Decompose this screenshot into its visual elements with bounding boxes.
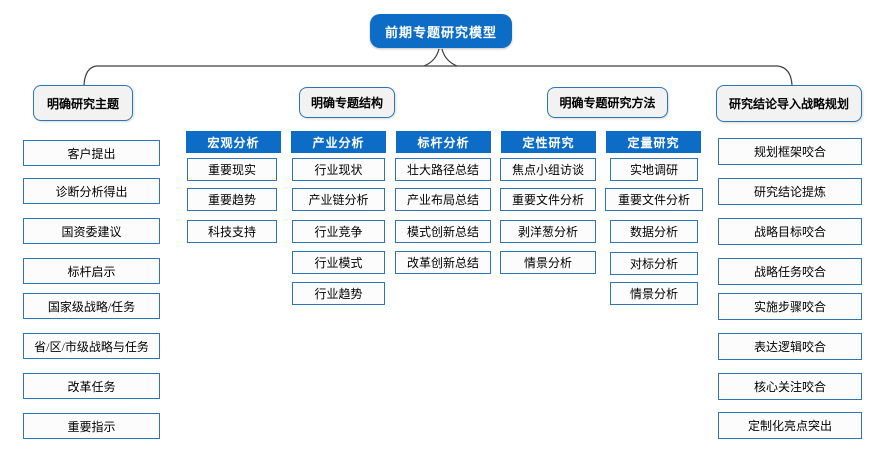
diagram-node-topic-source: 客户提出 — [23, 140, 160, 166]
diagram-node-benchmark: 改革创新总结 — [395, 251, 491, 274]
diagram-node-topic-source: 省/区/市级战略与任务 — [23, 333, 160, 359]
connector-right-drop — [777, 65, 793, 86]
diagram-node-integration: 定制化亮点突出 — [718, 412, 862, 439]
diagram-node-integration: 表达逻辑咬合 — [718, 333, 862, 360]
connector-left-drop — [83, 65, 97, 86]
diagram-node-topic-source: 重要指示 — [23, 413, 160, 439]
connector-stem-right — [441, 48, 458, 67]
diagram-node-quantitative: 实地调研 — [610, 158, 698, 181]
diagram-node-topic-source: 标杆启示 — [23, 258, 160, 284]
diagram-node-macro: 重要趋势 — [187, 188, 277, 211]
group-header-macro-analysis: 宏观分析 — [186, 131, 281, 153]
diagram-node-benchmark: 壮大路径总结 — [395, 158, 491, 181]
diagram-node-quantitative: 重要文件分析 — [605, 188, 703, 211]
diagram-node-integration: 研究结论提炼 — [718, 178, 862, 205]
branch-conclusion-integration: 研究结论导入战略规划 — [716, 85, 862, 122]
diagram-node-macro: 科技支持 — [187, 220, 277, 243]
diagram-node-industry: 行业现状 — [292, 158, 385, 181]
diagram-node-qualitative: 情景分析 — [500, 251, 596, 274]
branch-research-topic: 明确研究主题 — [33, 85, 133, 121]
diagram-node-integration: 实施步骤咬合 — [718, 293, 862, 320]
diagram-node-integration: 规划框架咬合 — [718, 138, 862, 165]
group-header-quantitative-research: 定量研究 — [606, 131, 701, 153]
root-node: 前期专题研究模型 — [370, 14, 512, 48]
diagram-node-qualitative: 焦点小组访谈 — [500, 158, 596, 181]
branch-topic-structure: 明确专题结构 — [299, 87, 395, 118]
diagram-node-qualitative: 重要文件分析 — [500, 188, 596, 211]
diagram-node-benchmark: 模式创新总结 — [395, 220, 491, 243]
diagram-node-quantitative: 对标分析 — [610, 252, 698, 275]
group-header-industry-analysis: 产业分析 — [291, 131, 386, 153]
diagram-node-qualitative: 剥洋葱分析 — [500, 220, 596, 243]
diagram-node-topic-source: 改革任务 — [23, 373, 160, 399]
diagram-node-topic-source: 诊断分析得出 — [23, 178, 160, 204]
diagram-node-integration: 战略任务咬合 — [718, 258, 862, 285]
group-header-benchmark-analysis: 标杆分析 — [396, 131, 491, 153]
diagram-node-industry: 行业模式 — [292, 251, 385, 274]
branch-research-methods: 明确专题研究方法 — [547, 87, 668, 118]
diagram-node-industry: 产业链分析 — [292, 188, 385, 211]
diagram-node-industry: 行业趋势 — [292, 282, 385, 305]
diagram-node-topic-source: 国家级战略/任务 — [23, 293, 160, 319]
diagram-node-quantitative: 数据分析 — [610, 220, 698, 243]
diagram-node-topic-source: 国资委建议 — [23, 218, 160, 244]
diagram-node-macro: 重要现实 — [187, 158, 277, 181]
connector-stem-left — [423, 48, 440, 67]
diagram-node-integration: 战略目标咬合 — [718, 218, 862, 245]
diagram-node-integration: 核心关注咬合 — [718, 373, 862, 400]
diagram-node-benchmark: 产业布局总结 — [395, 188, 491, 211]
diagram-node-industry: 行业竞争 — [292, 220, 385, 243]
group-header-qualitative-research: 定性研究 — [501, 131, 596, 153]
diagram-node-quantitative: 情景分析 — [610, 282, 698, 305]
